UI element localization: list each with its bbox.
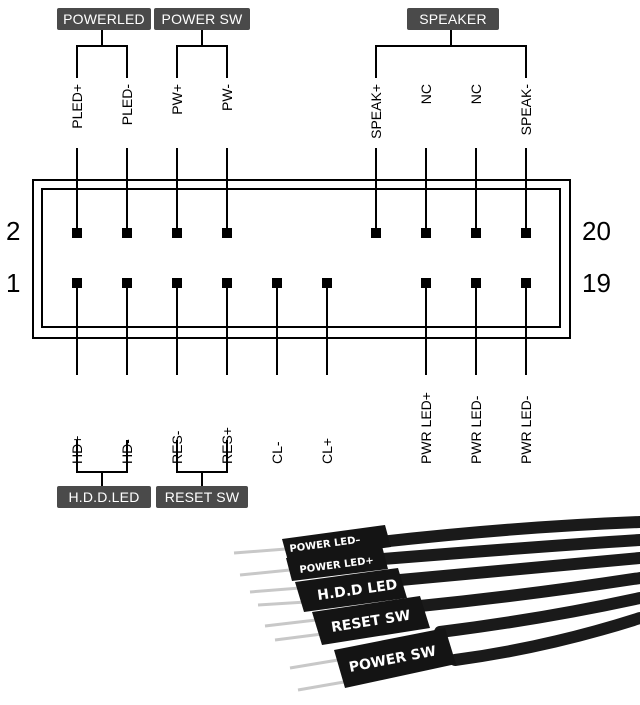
bottom-pin-label: CL-: [269, 441, 285, 464]
bottom-pin-label: PWR LED-: [468, 395, 484, 464]
connector-power-led-minus: POWER LED–: [233, 525, 391, 561]
bottom-header-pin: [421, 278, 431, 288]
bottom-header-pin: [222, 278, 232, 288]
bottom-pin-label: HD-: [119, 439, 135, 464]
pins-layer: [72, 148, 531, 375]
top-pin-label: SPEAK+: [368, 84, 384, 139]
group-label-reset-sw: RESET SW: [156, 486, 248, 508]
bottom-pin-label: RES+: [219, 427, 235, 464]
top-header-pin: [521, 228, 531, 238]
bottom-header-pin: [122, 278, 132, 288]
connector-hdd-led: H.D.D LED: [249, 568, 407, 612]
bottom-header-pin: [322, 278, 332, 288]
top-pin-label: NC: [468, 84, 484, 105]
powerled-bracket: [76, 30, 128, 78]
bottom-pin-label: CL+: [319, 437, 335, 464]
bottom-pin-label: PWR LED-: [518, 395, 534, 464]
top-header-pin: [371, 228, 381, 238]
top-pin-label: PW-: [219, 84, 235, 111]
top-header-pin: [172, 228, 182, 238]
bottom-header-pin: [471, 278, 481, 288]
top-pin-label: PW+: [169, 84, 185, 115]
bottom-header-pin: [272, 278, 282, 288]
top-header-pin: [222, 228, 232, 238]
bottom-pin-label: PWR LED+: [418, 392, 434, 464]
row-number-top-right: 20: [582, 216, 611, 246]
hdd-led-bracket: [76, 440, 128, 486]
connector-power-sw: POWER SW: [289, 628, 456, 692]
row-number-bottom-left: 1: [6, 268, 21, 298]
group-label-speaker: SPEAKER: [407, 8, 499, 30]
bottom-header-pin: [172, 278, 182, 288]
reset-sw-bracket: [176, 440, 228, 486]
top-pin-label: SPEAK-: [518, 84, 534, 136]
group-label-hdd-led: H.D.D.LED: [57, 486, 151, 508]
top-header-pin: [72, 228, 82, 238]
speaker-bracket: [375, 30, 527, 78]
bottom-pin-label: HD+: [69, 435, 85, 464]
connector-power-led-plus: POWER LED+: [239, 546, 388, 581]
row-number-bottom-right: 19: [582, 268, 611, 298]
power-sw-bracket: [176, 30, 228, 78]
top-pin-label: NC: [418, 84, 434, 105]
top-pin-label: PLED-: [119, 84, 135, 126]
cable-wires: [364, 516, 640, 666]
group-label-powerled: POWERLED: [57, 8, 151, 30]
top-header-pin: [122, 228, 132, 238]
group-label-power-sw: POWER SW: [154, 8, 250, 30]
top-pin-label: PLED+: [69, 84, 85, 129]
row-number-top-left: 2: [6, 216, 21, 246]
cable-illustration: POWER LED– POWER LED+ H.D.D LED RESET SW: [233, 516, 640, 692]
bottom-pin-label: RES-: [169, 430, 185, 464]
header-inner-outline: [41, 188, 561, 328]
header-outline: [32, 179, 571, 339]
bottom-header-pin: [72, 278, 82, 288]
top-header-pin: [421, 228, 431, 238]
bottom-header-pin: [521, 278, 531, 288]
connector-reset-sw: RESET SW: [264, 596, 430, 645]
top-header-pin: [471, 228, 481, 238]
